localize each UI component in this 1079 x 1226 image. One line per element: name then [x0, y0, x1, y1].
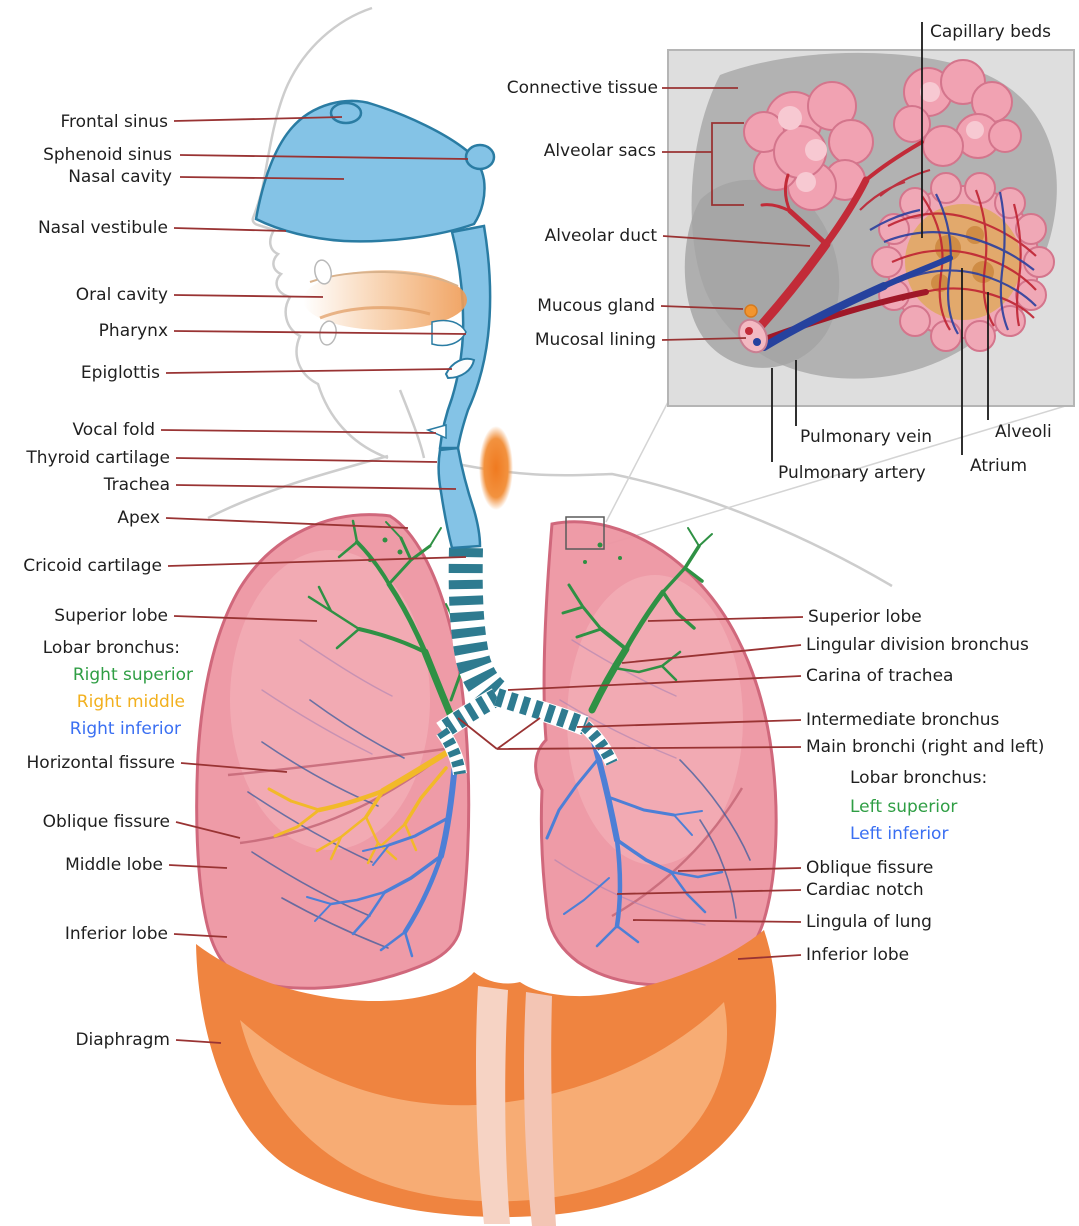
- left-oblique-fissure-line: [611, 787, 744, 918]
- sphenoid-sinus-shape: [464, 143, 496, 171]
- mediastinal-column: [524, 992, 556, 1226]
- magnified-region-box: [565, 516, 605, 550]
- label-left-superior: Left superior: [850, 797, 958, 817]
- alveolar-duct-vessel: [752, 140, 924, 335]
- label-thyroid-cartilage: Thyroid cartilage: [26, 448, 170, 468]
- nasal-cavity-shape: [254, 99, 486, 243]
- label-lingular-division-bronchus: Lingular division bronchus: [806, 635, 1029, 655]
- label-inferior-lobe-right: Inferior lobe: [64, 924, 168, 944]
- trachea-and-bronchi: [436, 547, 619, 776]
- label-lobar-bronchus-left-heading: Lobar bronchus:: [850, 768, 988, 788]
- neck-line: [398, 389, 426, 459]
- label-intermediate-bronchus: Intermediate bronchus: [806, 710, 1000, 730]
- head-profile-outline: [251, 6, 389, 460]
- leader-lines: [160, 87, 811, 1044]
- inset-link-lines: [605, 401, 1073, 545]
- label-epiglottis: Epiglottis: [80, 363, 160, 383]
- label-carina-of-trachea: Carina of trachea: [806, 666, 954, 686]
- label-oral-cavity: Oral cavity: [75, 285, 168, 305]
- label-alveolar-sacs: Alveolar sacs: [543, 141, 656, 161]
- right-lung-shape: [195, 513, 471, 990]
- mediastinal-column: [476, 986, 510, 1224]
- vocal-fold-shape: [425, 424, 447, 440]
- label-sphenoid-sinus: Sphenoid sinus: [43, 145, 172, 165]
- label-oblique-fissure-right: Oblique fissure: [42, 812, 170, 832]
- pulmonary-artery-vessel: [760, 255, 953, 351]
- diaphragm-shape: [196, 930, 777, 1226]
- label-main-bronchi: Main bronchi (right and left): [806, 737, 1045, 757]
- left-lung-shape: [534, 520, 778, 987]
- larynx-shape: [437, 446, 482, 550]
- alveolar-sac-highlights: [778, 82, 984, 192]
- alveolar-sacs-bracket: [711, 122, 744, 206]
- label-frontal-sinus: Frontal sinus: [60, 112, 168, 132]
- esophagus-orange-glow: [479, 426, 513, 510]
- label-lingula-of-lung: Lingula of lung: [806, 912, 932, 932]
- label-pharynx: Pharynx: [98, 321, 168, 341]
- label-diaphragm: Diaphragm: [75, 1030, 170, 1050]
- label-atrium: Atrium: [970, 456, 1028, 476]
- oral-cavity-shape: [303, 270, 467, 330]
- connective-tissue-blob-2: [684, 179, 840, 368]
- upper-tooth: [314, 259, 332, 285]
- main-bronchi-fork-line: [457, 717, 802, 750]
- label-middle-lobe: Middle lobe: [65, 855, 163, 875]
- label-alveolar-duct: Alveolar duct: [544, 226, 657, 246]
- alveoli-inset: [667, 49, 1075, 407]
- alveolus-cross-section: [859, 168, 1055, 352]
- apex-speckles: [368, 537, 622, 564]
- label-lobar-bronchus-right-heading: Lobar bronchus:: [42, 638, 180, 658]
- label-nasal-cavity: Nasal cavity: [68, 167, 172, 187]
- label-nasal-vestibule: Nasal vestibule: [37, 218, 168, 238]
- tongue-line: [319, 306, 431, 320]
- label-inferior-lobe-left: Inferior lobe: [806, 945, 910, 965]
- label-capillary-beds: Capillary beds: [930, 22, 1052, 42]
- epiglottis-shape: [444, 357, 476, 380]
- label-trachea: Trachea: [103, 475, 170, 495]
- label-connective-tissue: Connective tissue: [506, 78, 658, 98]
- left-inferior-bronchus-tree: [545, 739, 724, 948]
- label-right-inferior: Right inferior: [69, 719, 181, 739]
- horizontal-fissure-line: [227, 746, 453, 777]
- right-middle-bronchus-tree: [267, 750, 449, 865]
- bronchiole-cut-end: [738, 318, 768, 354]
- alveolar-sac-cluster-right: [893, 59, 1022, 167]
- label-mucous-gland: Mucous gland: [537, 296, 655, 316]
- label-right-superior: Right superior: [72, 665, 193, 685]
- label-mucosal-lining: Mucosal lining: [534, 330, 656, 350]
- label-left-inferior: Left inferior: [850, 824, 949, 844]
- label-right-middle: Right middle: [76, 692, 185, 712]
- inset-leader-lines: [771, 22, 989, 462]
- label-cricoid-cartilage: Cricoid cartilage: [23, 556, 162, 576]
- mucous-gland-shape: [744, 304, 758, 318]
- label-vocal-fold: Vocal fold: [72, 420, 155, 440]
- label-superior-lobe-right: Superior lobe: [54, 606, 168, 626]
- label-superior-lobe-left: Superior lobe: [808, 607, 922, 627]
- upper-airway: [254, 99, 622, 564]
- label-pulmonary-vein: Pulmonary vein: [800, 427, 933, 447]
- capillary-mesh-blue: [869, 191, 1037, 335]
- label-alveoli: Alveoli: [995, 422, 1052, 442]
- label-apex: Apex: [117, 508, 160, 528]
- label-pulmonary-artery: Pulmonary artery: [778, 463, 926, 483]
- label-horizontal-fissure: Horizontal fissure: [26, 753, 175, 773]
- label-oblique-fissure-left: Oblique fissure: [806, 858, 934, 878]
- left-superior-bronchus-tree: [561, 527, 713, 714]
- frontal-sinus-shape: [329, 101, 363, 125]
- label-cardiac-notch: Cardiac notch: [806, 880, 924, 900]
